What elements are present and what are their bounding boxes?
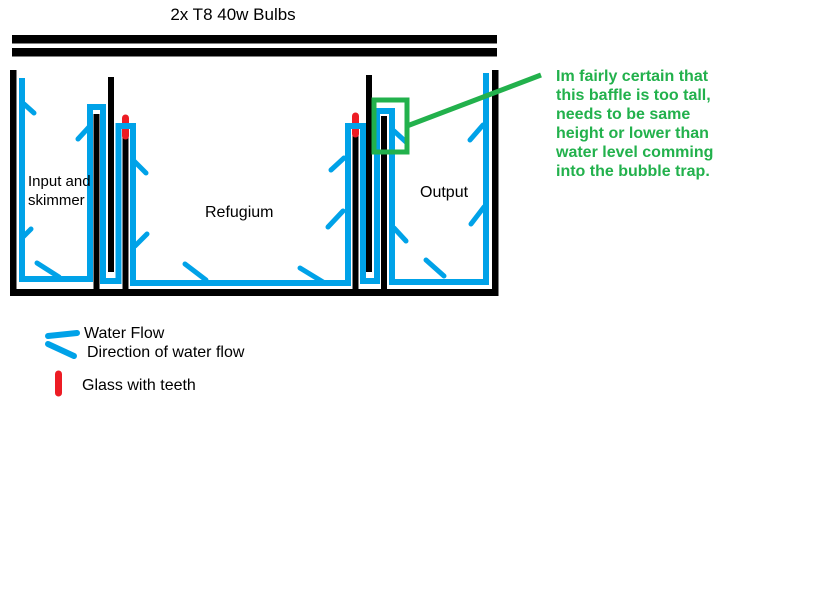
flow-direction-tick [297,265,326,285]
tank-bottom-wall [10,289,499,296]
annotation-note: Im fairly certain that this baffle is to… [555,68,713,180]
input-chamber-label-line1: Input and [28,173,91,190]
diagram-title: 2x T8 40w Bulbs [170,5,295,24]
flow-direction-tick [423,257,447,279]
flow-direction-tick [34,260,62,280]
flow-direction-tick [328,155,347,173]
legend-direction-label: Direction of water flow [87,344,245,361]
flow-direction-tick [391,128,409,145]
annotation-note-line: Im fairly certain that [556,68,709,85]
water-flow-line-swatch [45,330,80,339]
legend: Water Flow Direction of water flow Glass… [45,325,245,397]
legend-water-flow-label: Water Flow [84,325,165,342]
flow-direction-tick [468,204,487,227]
output-chamber-label: Output [420,184,469,201]
flow-direction-tick [75,124,92,142]
annotation-note-line: this baffle is too tall, [556,87,711,104]
input-chamber-label-line2: skimmer [28,192,85,209]
tank-left-wall [10,70,17,296]
flow-direction-tick [467,122,486,143]
water-flow-path [19,73,489,286]
annotation-arrow-line [406,72,542,129]
direction-arrow-swatch [45,341,77,359]
annotation-note-line: height or lower than [556,125,709,142]
flow-direction-tick [21,101,37,116]
flow-direction-tick [132,231,150,249]
flow-direction-tick [182,261,209,283]
refugium-chamber-label: Refugium [205,204,273,221]
flow-direction-tick [131,158,149,176]
flow-direction-tick [20,226,34,240]
tank-right-wall [492,70,499,296]
light-fixture-bar-bottom [12,48,497,57]
light-fixture-bar-top [12,35,497,44]
annotation-note-line: into the bubble trap. [556,163,710,180]
legend-glass-teeth-label: Glass with teeth [82,377,196,394]
flow-direction-tick [391,225,409,244]
flow-direction-tick [325,208,346,230]
annotation-note-line: water level comming [555,144,713,161]
annotation-note-line: needs to be same [556,106,690,123]
